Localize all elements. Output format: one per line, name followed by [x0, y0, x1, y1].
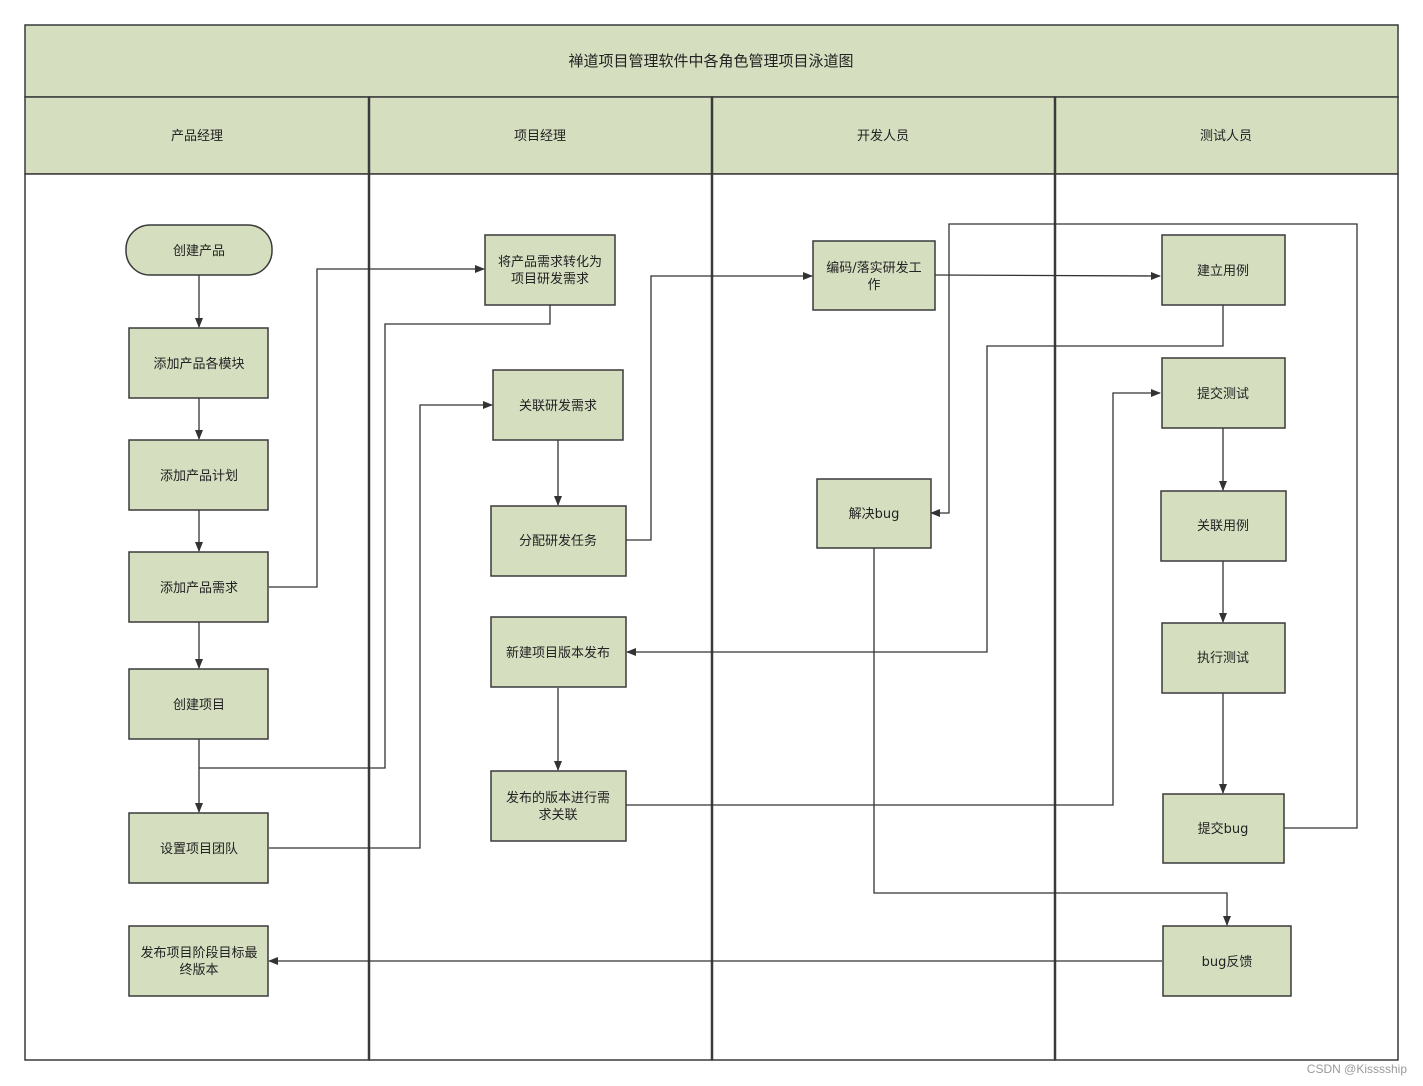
lane-header-tester [1054, 96, 1399, 175]
diagram-title: 禅道项目管理软件中各角色管理项目泳道图 [568, 52, 853, 70]
edge-submit-bug-to-fix [930, 223, 1358, 829]
edge-case-to-new-release [626, 305, 1224, 656]
node-add-plan[interactable] [128, 439, 269, 511]
node-create-case[interactable] [1161, 234, 1286, 306]
node-coding[interactable] [812, 240, 936, 311]
edge-convert-back [199, 305, 551, 769]
node-label-line1: 编码/落实研发工 [826, 260, 921, 276]
node-label: 添加产品需求 [160, 581, 238, 596]
lane-body-developer [711, 173, 1056, 1061]
node-label: 分配研发任务 [519, 533, 597, 549]
node-fix-bug[interactable] [816, 478, 932, 549]
node-create-project[interactable] [128, 668, 269, 740]
node-label: 提交bug [1198, 821, 1249, 837]
edge-assign-to-coding [626, 272, 813, 541]
node-new-release[interactable] [490, 616, 627, 688]
node-label: 创建产品 [173, 244, 225, 259]
node-link-release[interactable] [490, 770, 627, 842]
node-label: 关联用例 [1197, 519, 1249, 534]
node-label: 新建项目版本发布 [506, 645, 610, 661]
node-label-line2: 终版本 [179, 962, 218, 978]
node-link-case[interactable] [1160, 490, 1287, 562]
node-bug-feedback[interactable] [1162, 925, 1292, 997]
lane-header-developer [711, 96, 1056, 175]
lane-header-product-manager [24, 96, 370, 175]
node-label: 创建项目 [173, 698, 225, 713]
edge-requirement-to-convert [269, 265, 485, 588]
node-label: 关联研发需求 [519, 398, 597, 414]
node-label: 解决bug [849, 507, 900, 522]
node-assign-task[interactable] [490, 505, 627, 577]
node-label-line2: 作 [867, 278, 880, 293]
node-convert-req[interactable] [484, 234, 616, 306]
node-label-line1: 发布项目阶段目标最 [140, 945, 257, 961]
node-add-modules[interactable] [128, 327, 269, 399]
node-run-test[interactable] [1161, 622, 1286, 694]
lane-label: 开发人员 [857, 128, 909, 144]
node-label-line1: 将产品需求转化为 [498, 255, 602, 270]
node-create-product[interactable] [125, 224, 273, 276]
edge-coding-to-case [934, 271, 1161, 280]
node-submit-test[interactable] [1161, 357, 1286, 429]
node-label: 建立用例 [1197, 264, 1249, 279]
edge-team-to-link-req [269, 401, 493, 849]
node-label-line2: 项目研发需求 [511, 271, 589, 287]
node-label: 执行测试 [1197, 651, 1249, 666]
watermark: CSDN @Kisssship [1307, 1062, 1408, 1076]
title-band [24, 24, 1399, 98]
node-label: 设置项目团队 [160, 842, 238, 857]
node-link-req[interactable] [492, 369, 624, 441]
lane-label: 项目经理 [514, 129, 566, 144]
node-label-line1: 发布的版本进行需 [506, 790, 610, 806]
edge-fix-to-feedback [873, 548, 1231, 926]
node-add-requirement[interactable] [128, 551, 269, 623]
node-submit-bug[interactable] [1162, 793, 1285, 864]
lane-label: 测试人员 [1200, 129, 1252, 144]
lane-label: 产品经理 [171, 129, 223, 144]
node-label: 添加产品计划 [160, 469, 238, 484]
edges [195, 223, 1358, 965]
node-label: 提交测试 [1197, 386, 1249, 402]
edge-link-release-to-submit-test [626, 389, 1161, 806]
node-set-team[interactable] [128, 812, 269, 884]
node-label: bug反馈 [1202, 955, 1253, 970]
lane-header-project-manager [368, 96, 713, 175]
node-label-line2: 求关联 [538, 808, 577, 823]
node-release-final[interactable] [128, 925, 269, 997]
node-label: 添加产品各模块 [153, 356, 244, 372]
